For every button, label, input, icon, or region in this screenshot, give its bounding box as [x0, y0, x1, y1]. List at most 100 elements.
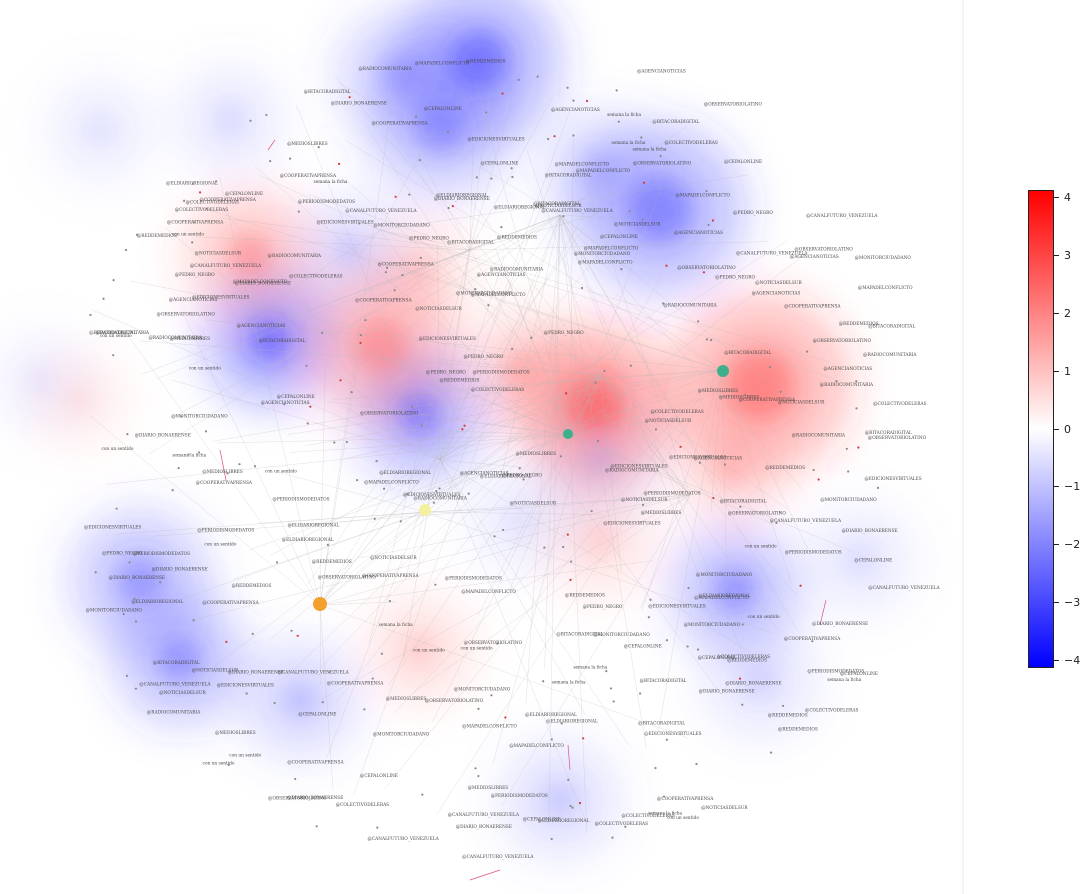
graph-node: [490, 694, 493, 697]
node-label: @MEDIOSLIBRES: [468, 786, 509, 791]
node-label: @EDICIONESVIRTUALES: [217, 683, 274, 688]
node-label: @NOTICIASDELSUR: [159, 691, 206, 696]
node-label: @DIARIO_BONAERENSE: [152, 567, 208, 572]
graph-edge: [248, 434, 571, 551]
graph-edge: [439, 240, 788, 461]
density-core: [280, 680, 320, 720]
node-label: @NOTICIASDELSUR: [370, 556, 417, 561]
graph-node: [617, 120, 620, 123]
graph-edge: [439, 255, 505, 461]
graph-edge: [279, 472, 426, 513]
graph-node: [177, 466, 180, 470]
node-label: @MAPADELCONFLICTO: [576, 169, 631, 174]
node-label: @MEDIOSLIBRES: [287, 142, 328, 147]
node-label: @BITACORADIGITAL: [545, 174, 592, 179]
graph-edge: [221, 217, 471, 251]
node-label: @REDDEMEDIOS: [440, 379, 480, 384]
graph-node: [659, 154, 662, 158]
colorbar-tick-label: −4: [1064, 654, 1081, 667]
graph-node: [438, 487, 441, 490]
graph-node: [698, 461, 701, 464]
node-label: @DIARIO_BONAERENSE: [109, 576, 165, 581]
graph-edge: [424, 511, 604, 515]
node-label: @MAPADELCONFLICTO: [675, 194, 730, 199]
graph-node: [707, 223, 710, 227]
node-label: @AGENCIANOTICIAS: [824, 367, 873, 372]
graph-node: [419, 256, 422, 259]
graph-edge: [559, 214, 701, 457]
node-label: @BITACORADIGITAL: [720, 500, 767, 505]
graph-node: [490, 177, 493, 180]
graph-edge: [569, 248, 813, 436]
graph-edge: [252, 214, 561, 333]
graph-node: [115, 507, 118, 510]
graph-node: [461, 428, 464, 431]
colorbar-gradient: [1028, 190, 1054, 668]
node-label: @PEDRO_NEGRO: [715, 275, 755, 280]
graph-node: [781, 704, 785, 708]
graph-node: [134, 620, 138, 623]
node-label: @MONITORCIUDADANO: [86, 609, 143, 614]
graph-edge: [339, 82, 561, 216]
colorbar-tick-label: 3: [1064, 248, 1071, 262]
graph-node: [612, 700, 615, 703]
graph-node: [590, 509, 593, 513]
graph-node: [743, 393, 747, 396]
graph-edge: [569, 434, 854, 553]
node-label: @OBSERVATORIOLATINO: [633, 162, 692, 167]
graph-node: [605, 670, 608, 673]
graph-node: [359, 341, 362, 345]
graph-edge: [404, 511, 426, 580]
graph-edge: [469, 869, 501, 881]
node-label: @AGENCIANOTICIAS: [477, 273, 526, 278]
density-core: [713, 453, 747, 487]
graph-edge: [91, 309, 441, 461]
density-core: [580, 520, 620, 560]
graph-edge: [549, 318, 571, 436]
graph-edge: [328, 401, 571, 436]
graph-node: [855, 407, 858, 410]
graph-node: [812, 468, 815, 472]
density-core: [213, 103, 247, 137]
node-label: @COLECTIVODELERAS: [664, 141, 717, 146]
colorbar-tick-mark: [1054, 602, 1059, 604]
graph-edge: [559, 214, 742, 651]
graph-node: [451, 205, 454, 208]
panel-divider: [962, 0, 964, 894]
node-label: @DIARIO_BONAERENSE: [812, 622, 868, 627]
graph-node: [739, 505, 742, 508]
node-label: @OBSERVATORIOLATINO: [425, 699, 484, 704]
graph-edge: [379, 229, 830, 363]
graph-node: [171, 489, 174, 492]
density-core: [66, 386, 94, 414]
node-label: @CEPALONLINE: [854, 558, 892, 563]
colorbar-tick-label: −1: [1064, 480, 1081, 494]
node-label: @CEPALONLINE: [724, 160, 762, 165]
graph-node: [475, 176, 478, 179]
graph-node: [594, 381, 597, 384]
node-label: @COOPERATIVAPRENSA: [657, 797, 714, 802]
graph-node: [180, 415, 183, 418]
graph-edge: [319, 604, 689, 739]
node-label: @PERIODISMODEDATOS: [473, 370, 530, 375]
node-label: @ELDIARIOREGIONAL: [436, 193, 488, 198]
node-label: @RADIOCOMUNITARIA: [663, 304, 717, 309]
graph-node: [294, 777, 297, 781]
node-label: @CANALFUTURO_VENEZUELA: [278, 671, 350, 676]
node-label: @COOPERATIVAPRENSA: [355, 299, 412, 304]
node-label: @PEDRO_NEGRO: [544, 331, 584, 336]
node-label: @PEDRO_NEGRO: [733, 211, 773, 216]
colorbar-tick-mark: [1054, 486, 1059, 488]
graph-edge: [501, 214, 561, 477]
density-core: [352, 317, 408, 373]
graph-node: [855, 380, 858, 383]
graph-edge: [477, 374, 601, 616]
node-label: @NOTICIASDELSUR: [778, 400, 825, 405]
graph-node: [811, 640, 814, 643]
graph-edge: [185, 317, 321, 606]
graph-edge: [333, 374, 601, 706]
graph-edge: [435, 374, 601, 495]
node-label: @OBSERVATORIOLATINO: [677, 266, 736, 271]
graph-node: [566, 533, 569, 536]
node-label: @NOTICIASDELSUR: [701, 806, 748, 811]
